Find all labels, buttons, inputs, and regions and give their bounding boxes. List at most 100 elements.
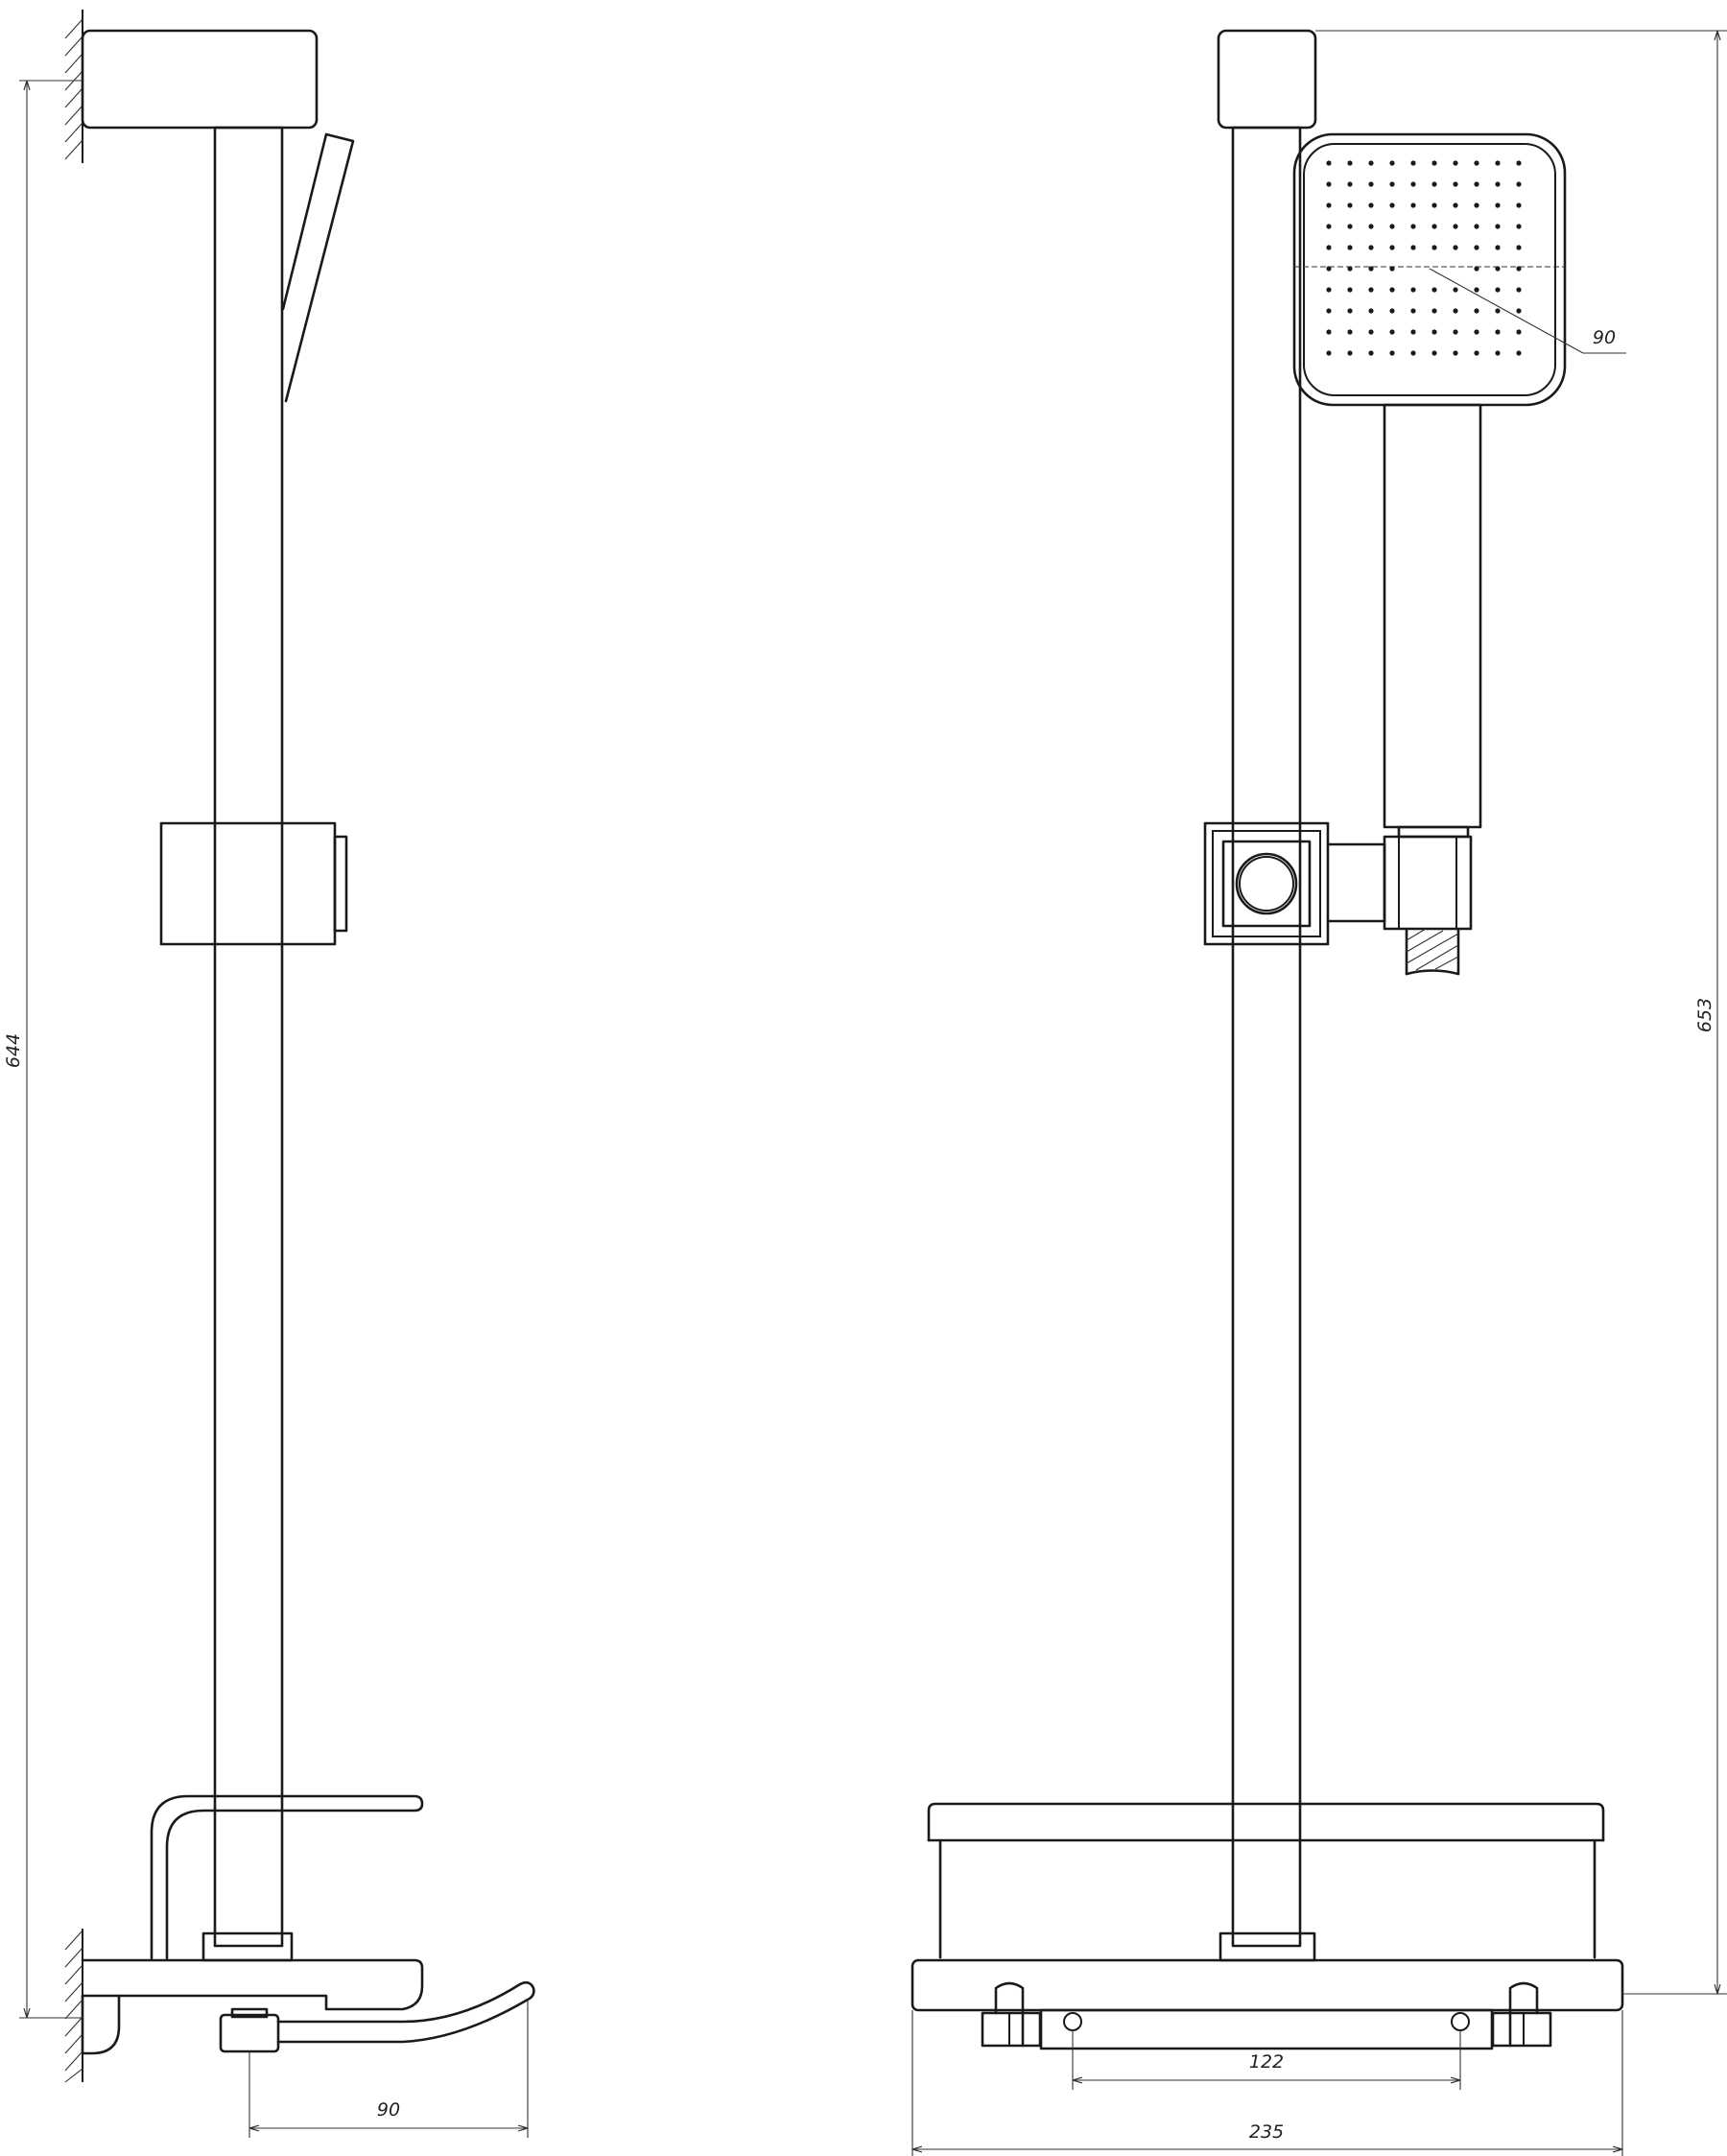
nozzle-dot <box>1474 224 1479 229</box>
nozzle-dot <box>1474 287 1479 293</box>
nozzle-dot <box>1453 287 1458 293</box>
nozzle-dot <box>1410 160 1416 166</box>
nozzle-dot <box>1368 350 1374 356</box>
nozzle-dot <box>1368 308 1374 314</box>
nozzle-dot <box>1516 202 1522 208</box>
nozzle-dot <box>1389 181 1395 187</box>
nozzle-dot <box>1516 181 1522 187</box>
nozzle-dot <box>1495 202 1501 208</box>
nozzle-dot <box>1368 329 1374 335</box>
nozzle-dot <box>1368 287 1374 293</box>
nozzle-dot <box>1347 329 1353 335</box>
nozzle-dot <box>1389 308 1395 314</box>
nozzle-dot <box>1516 266 1522 272</box>
side-view: 644 90 <box>3 10 535 2138</box>
nozzle-dot <box>1347 350 1353 356</box>
nozzle-dot <box>1516 245 1522 250</box>
nozzle-dot <box>1453 202 1458 208</box>
nozzle-dot <box>1474 329 1479 335</box>
nozzle-dot <box>1474 308 1479 314</box>
nozzle-dot <box>1431 350 1437 356</box>
nozzle-dot <box>1453 350 1458 356</box>
nozzle-dot <box>1326 308 1332 314</box>
nozzle-dot <box>1410 181 1416 187</box>
nozzle-dot <box>1347 308 1353 314</box>
nozzle-dot <box>1474 160 1479 166</box>
nozzle-dot <box>1410 350 1416 356</box>
nozzle-dot <box>1431 329 1437 335</box>
nozzle-dot <box>1474 266 1479 272</box>
nozzle-dot <box>1431 202 1437 208</box>
nozzle-dot <box>1347 181 1353 187</box>
nozzle-dot <box>1410 308 1416 314</box>
dim-235-label: 235 <box>1249 2121 1284 2143</box>
shower-head <box>1292 132 1567 407</box>
nozzle-dot <box>1495 329 1501 335</box>
nozzle-dot <box>1410 224 1416 229</box>
nozzle-dot <box>1368 181 1374 187</box>
nozzle-dot <box>1516 224 1522 229</box>
nozzle-dot <box>1453 224 1458 229</box>
hose-connector-side <box>219 2013 280 2053</box>
wall-hatch-top <box>64 10 83 163</box>
dimension-644: 644 <box>3 80 83 2019</box>
nozzle-dot <box>1495 308 1501 314</box>
nozzle-dot <box>1431 287 1437 293</box>
nozzle-dot <box>1453 329 1458 335</box>
slide-rail-front <box>1231 126 1302 1948</box>
hose-thread <box>1406 928 1459 971</box>
nozzle-dot <box>1347 287 1353 293</box>
nozzle-dot <box>1516 308 1522 314</box>
wall-hatch-bottom <box>64 1929 83 2083</box>
dimension-235: 235 <box>911 2010 1623 2156</box>
nozzle-dot <box>1495 245 1501 250</box>
shower-handle <box>1383 403 1482 829</box>
nozzle-dot <box>1431 181 1437 187</box>
top-wall-bracket <box>81 29 319 130</box>
dim-90-bottom-label: 90 <box>377 2099 400 2120</box>
nozzle-dot <box>1474 181 1479 187</box>
dimension-653: 653 <box>1315 30 1727 1995</box>
nozzle-dot <box>1453 181 1458 187</box>
dim-122-label: 122 <box>1249 2051 1284 2073</box>
slider-front <box>1203 821 1330 946</box>
slide-rail-side <box>213 126 284 1948</box>
nozzle-dot <box>1368 266 1374 272</box>
nozzle-dot <box>1453 308 1458 314</box>
nozzle-dot <box>1474 245 1479 250</box>
slider-side <box>159 821 348 946</box>
front-view: 90 <box>911 29 1727 2156</box>
nozzle-dot <box>1495 350 1501 356</box>
nozzle-dot <box>1389 287 1395 293</box>
nozzle-dot <box>1410 287 1416 293</box>
nozzle-dot <box>1368 160 1374 166</box>
nozzle-dot <box>1389 202 1395 208</box>
nozzle-dot <box>1347 266 1353 272</box>
clip-left <box>981 1981 1042 2048</box>
nozzle-dot <box>1347 160 1353 166</box>
nozzle-dot <box>1389 224 1395 229</box>
nozzle-dot <box>1431 245 1437 250</box>
dimension-122: 122 <box>1072 2030 1461 2090</box>
nozzle-dot <box>1368 224 1374 229</box>
shower-nozzles <box>1326 160 1522 356</box>
holder-arm <box>1326 842 1386 923</box>
clip-right <box>1491 1981 1552 2048</box>
nozzle-dot <box>1495 160 1501 166</box>
dimension-90-head: 90 <box>1429 268 1626 354</box>
nozzle-dot <box>1495 287 1501 293</box>
mount-hole-right <box>1451 2012 1470 2031</box>
dimension-90-bottom: 90 <box>248 2000 529 2138</box>
nozzle-dot <box>1347 245 1353 250</box>
dim-644-label: 644 <box>3 1033 24 1068</box>
hose-curve-side <box>276 1980 535 2044</box>
nozzle-dot <box>1389 266 1395 272</box>
nozzle-dot <box>1389 245 1395 250</box>
nozzle-dot <box>1431 224 1437 229</box>
nozzle-dot <box>1326 202 1332 208</box>
nozzle-dot <box>1326 266 1332 272</box>
mount-hole-left <box>1063 2012 1082 2031</box>
nozzle-dot <box>1474 350 1479 356</box>
